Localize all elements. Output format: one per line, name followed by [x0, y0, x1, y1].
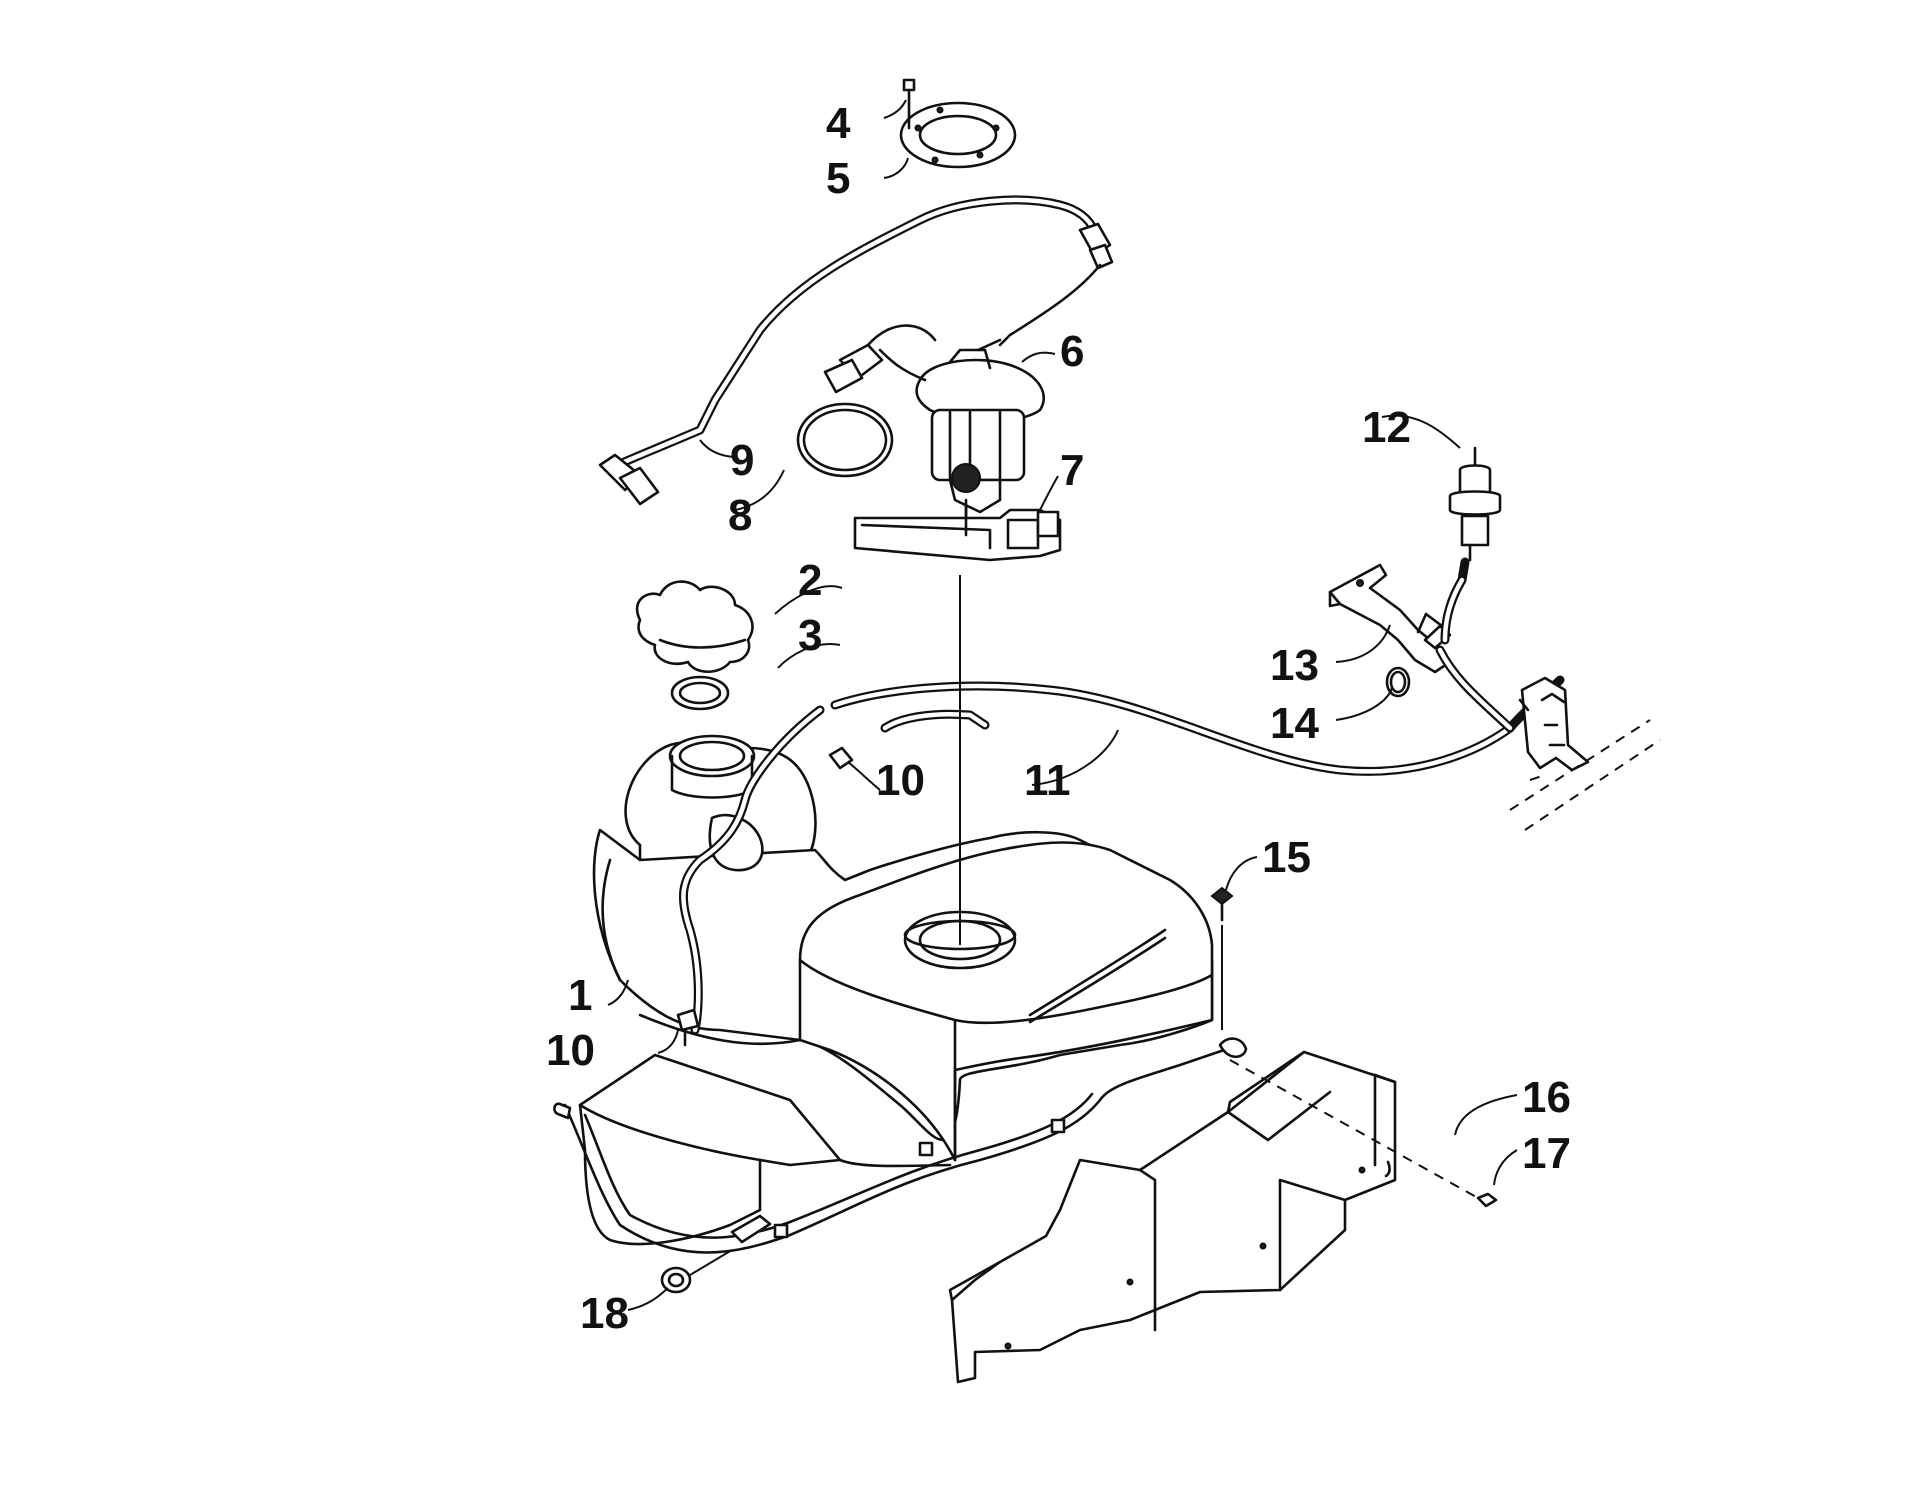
pump-oring	[796, 402, 894, 478]
fuel-pump	[823, 324, 1046, 522]
label-5: 5	[826, 154, 850, 203]
label-10-top: 10	[876, 756, 925, 805]
label-4: 4	[826, 99, 851, 148]
fuel-level-sender	[853, 503, 1062, 562]
hose-clamp	[1385, 666, 1411, 698]
retaining-plate	[899, 101, 1017, 169]
label-12: 12	[1362, 403, 1411, 452]
label-13: 13	[1270, 641, 1319, 690]
drain-plug	[660, 1249, 733, 1294]
inline-filter	[1448, 446, 1502, 585]
hose-bracket	[1328, 563, 1515, 733]
label-2: 2	[798, 556, 822, 605]
fuel-tank	[553, 734, 1248, 1254]
vent-hose	[678, 675, 1565, 1035]
frame-mount-reference	[1509, 676, 1661, 831]
push-rivet	[1210, 886, 1234, 1030]
label-18: 18	[580, 1289, 629, 1338]
label-6: 6	[1060, 327, 1084, 376]
hose-connector-top	[828, 746, 854, 770]
label-15: 15	[1262, 833, 1311, 882]
fuel-line	[598, 195, 1114, 506]
plate-screw	[902, 78, 916, 130]
hose-connector-bottom	[676, 1008, 700, 1047]
label-1: 1	[568, 971, 592, 1020]
label-16: 16	[1522, 1073, 1571, 1122]
label-17: 17	[1522, 1129, 1571, 1178]
label-9: 9	[730, 436, 754, 485]
label-3: 3	[798, 611, 822, 660]
label-10-bottom: 10	[546, 1026, 595, 1075]
leader-lines	[607, 99, 1518, 1311]
label-11: 11	[1024, 756, 1071, 805]
label-8: 8	[728, 491, 752, 540]
shield-bolt	[1229, 1059, 1498, 1208]
label-7: 7	[1060, 446, 1084, 495]
cap-gasket	[670, 675, 730, 711]
part-labels: 1 2 3 4 5 6 7 8 9 10 10 11 12 13 14 15 1…	[546, 99, 1571, 1338]
heat-shield	[948, 1050, 1397, 1384]
label-14: 14	[1270, 699, 1319, 748]
gas-cap	[635, 580, 754, 674]
